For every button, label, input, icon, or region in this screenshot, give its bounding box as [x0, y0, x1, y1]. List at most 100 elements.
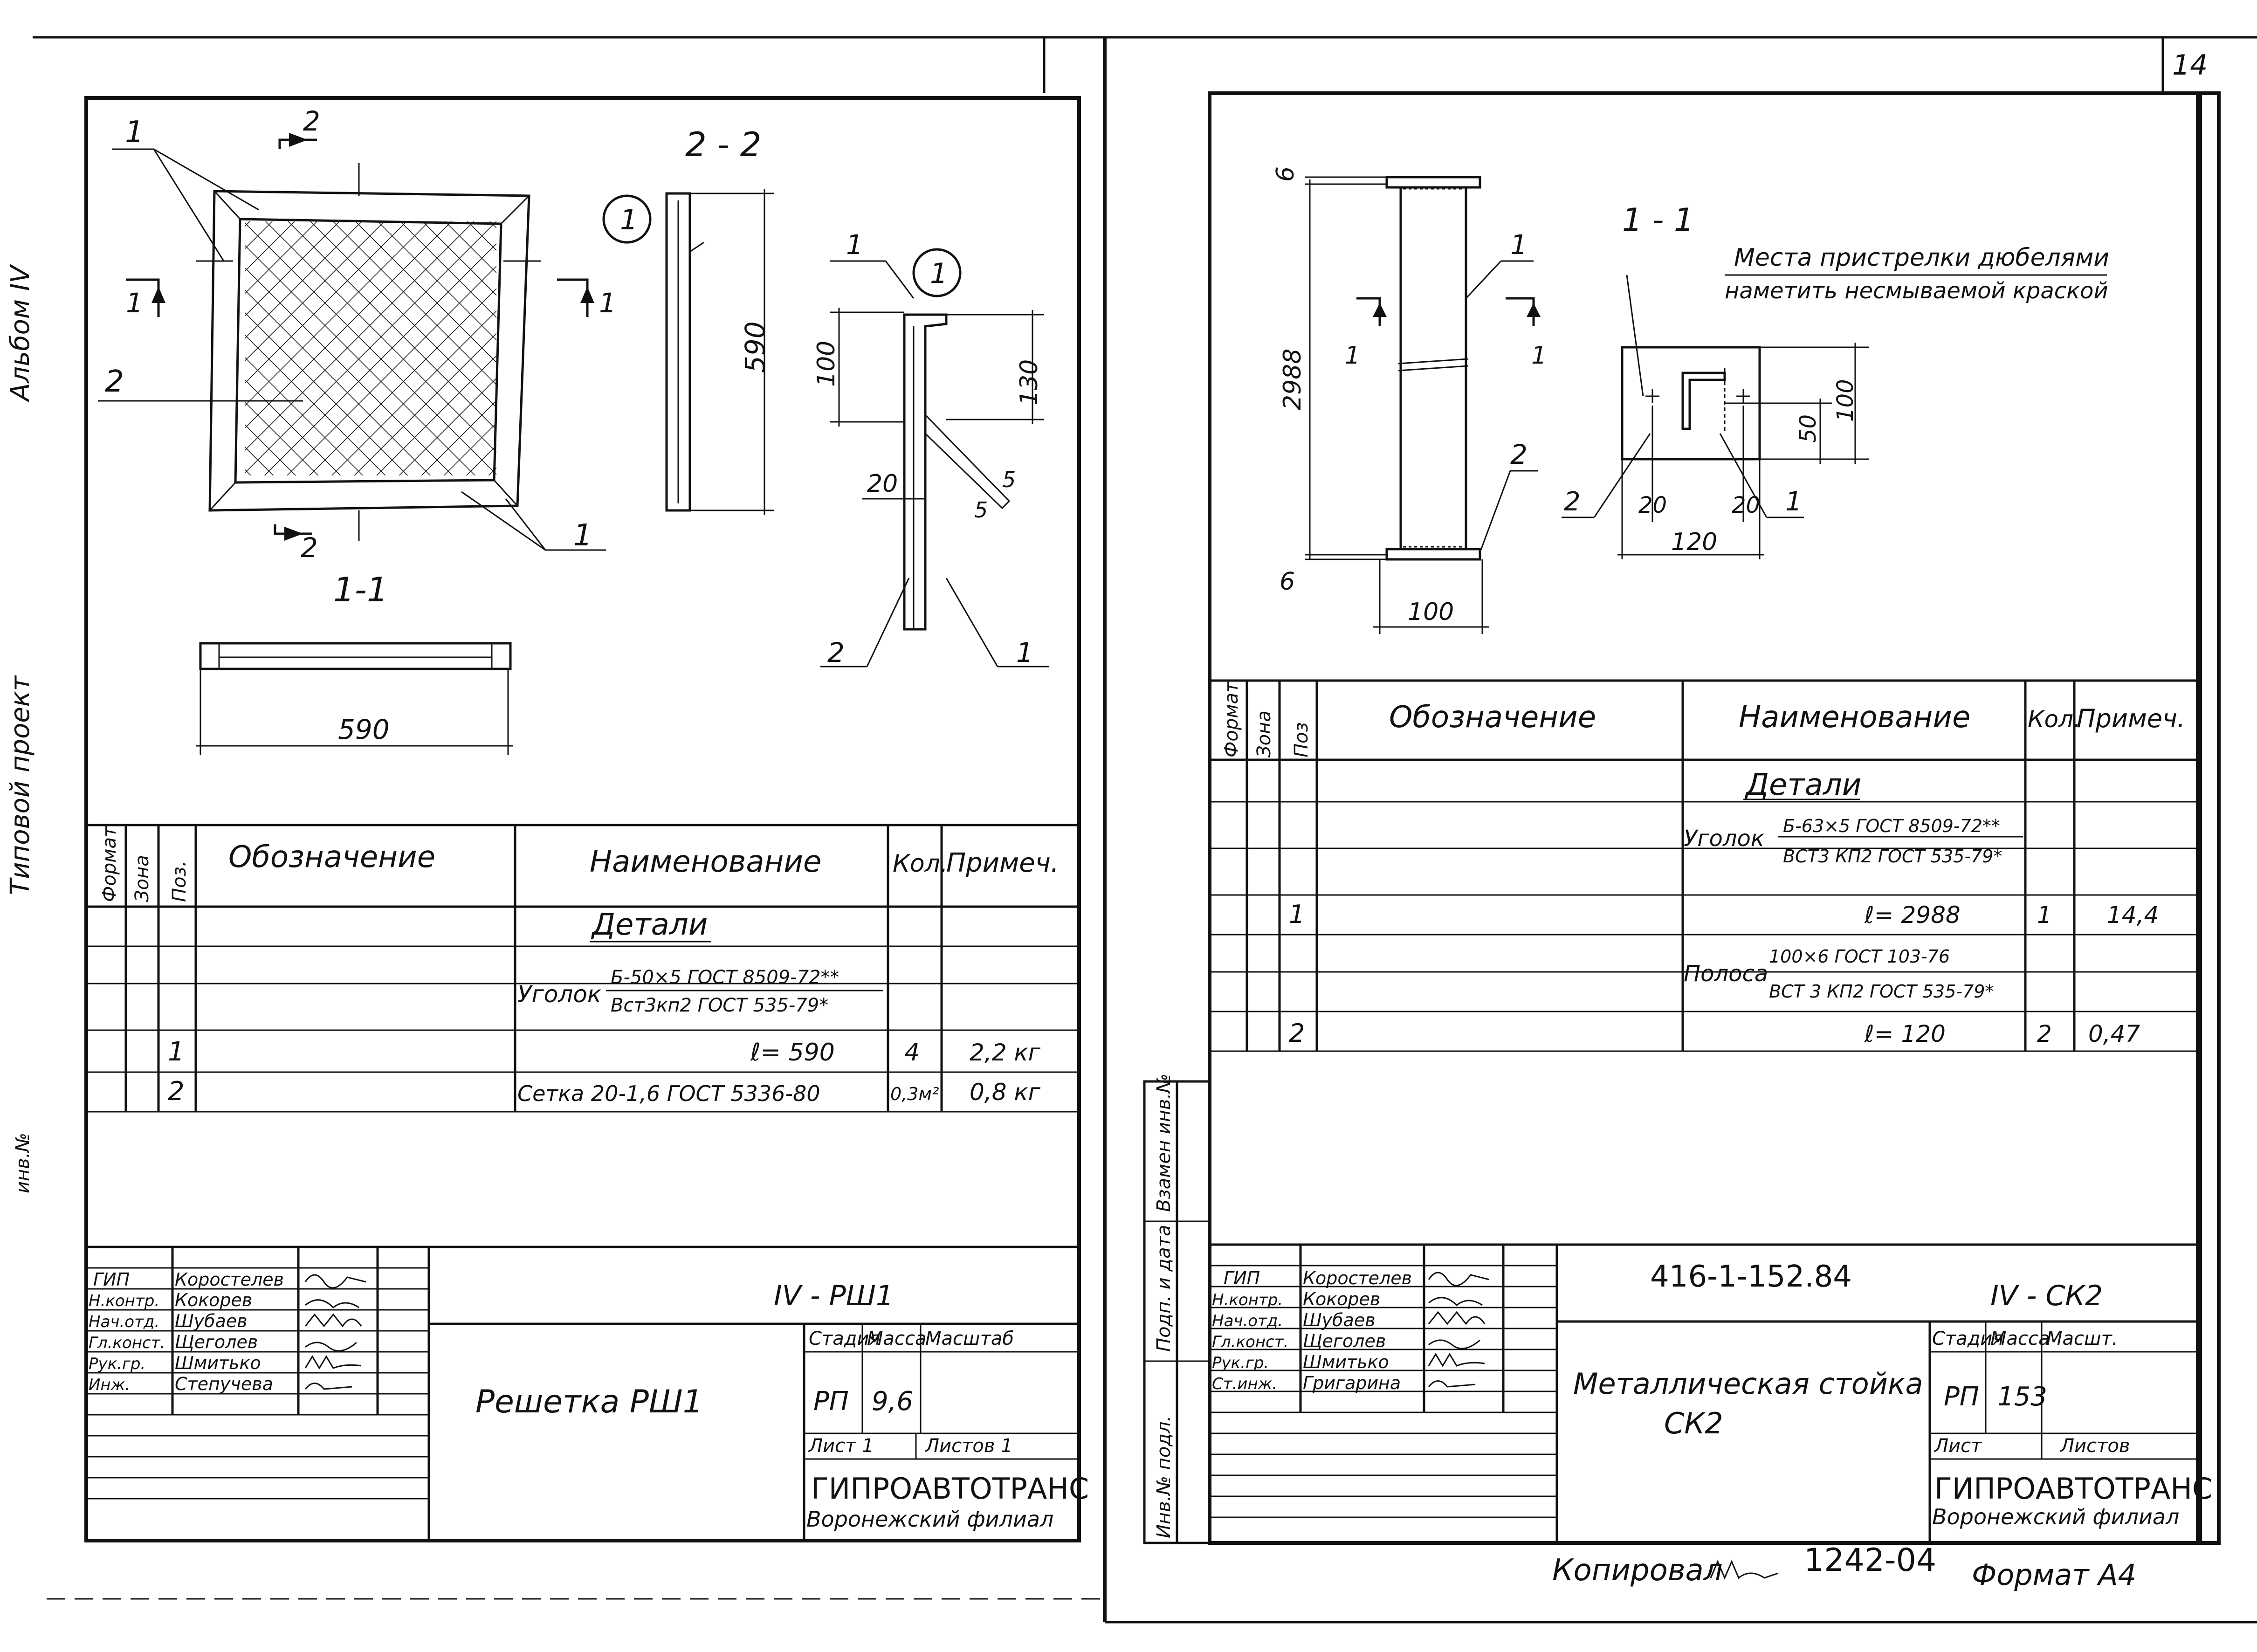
node-pos-1b: 1 — [1016, 637, 1033, 668]
note-line1: Места пристрелки дюбелями — [1734, 244, 2109, 272]
dim-6-top: 6 — [1272, 166, 1300, 182]
note-line2: наметить несмываемой краской — [1725, 278, 2108, 304]
post-drawing: 6 6 2988 100 1 1 1 2 — [1272, 166, 1547, 634]
r-spec-angle-label: Уголок — [1684, 826, 1764, 852]
section-1-right: 1 — [599, 287, 616, 319]
r-spec-row2-pos: 2 — [1289, 1019, 1305, 1048]
dim-100-bottom: 100 — [1408, 598, 1454, 626]
r-tb-name-3: Щеголев — [1303, 1331, 1386, 1351]
node-1-detail: 1 1 100 130 20 5 5 2 1 — [812, 229, 1049, 668]
r-spec-angle-top: Б-63×5 ГОСТ 8509-72** — [1783, 816, 2000, 836]
dim-590-horizontal: 590 — [338, 714, 390, 745]
node-circle-1b: 1 — [930, 257, 948, 290]
view-2-2-title: 2 - 2 — [685, 125, 761, 164]
view-2-2: 1 590 — [602, 189, 774, 515]
r-spec-header-name: Наименование — [1739, 700, 1970, 735]
spec-row1-name: ℓ= 590 — [750, 1039, 835, 1067]
r-spec-header-qty: Кол. — [2028, 706, 2081, 733]
tb-role-1: Н.контр. — [89, 1292, 159, 1310]
spec-header-note: Примеч. — [946, 848, 1059, 878]
r-tb-stage-header: Стадия — [1932, 1328, 2003, 1349]
post-section-1-left: 1 — [1345, 342, 1360, 370]
r-spec-angle-bottom: ВСТ3 КП2 ГОСТ 535-79* — [1783, 846, 2002, 867]
margin-album: Альбом IV — [5, 264, 35, 402]
copier-signature — [1710, 1560, 1779, 1580]
spec-header-designation: Обозначение — [228, 840, 435, 874]
post-section-1-right: 1 — [1531, 342, 1547, 370]
r-tb-name-0: Коростелев — [1303, 1268, 1412, 1288]
r-tb-name-4: Шмитько — [1303, 1352, 1389, 1372]
dim-20b: 20 — [1732, 492, 1760, 518]
signature — [305, 1299, 359, 1309]
leader-1-top: 1 — [125, 115, 144, 150]
sec-leader-1: 1 — [1785, 487, 1802, 517]
post-leader-2: 2 — [1510, 439, 1528, 470]
dim-2988: 2988 — [1279, 349, 1307, 410]
r-tb-name-1: Кокорев — [1303, 1289, 1380, 1309]
tb-name-4: Шмитько — [175, 1353, 261, 1373]
dim-100-section: 100 — [1832, 379, 1858, 422]
tb-stage-header: Стадия — [809, 1328, 880, 1349]
r-spec-strip-label: Полоса — [1684, 961, 1768, 987]
tb-title: Решетка РШ1 — [475, 1384, 703, 1420]
r-tb-stage: РП — [1944, 1382, 1979, 1412]
grating-main-view: 1 2 1 2 2 1 1 — [98, 105, 616, 564]
r-spec-row1-note: 14,4 — [2107, 902, 2159, 929]
r-spec-header-pos: Поз — [1291, 722, 1312, 757]
side-stamp: Взамен инв.№ Подп. и дата Инв.№ подл. — [1143, 1074, 1211, 1544]
tb-role-2: Нач.отд. — [89, 1313, 159, 1331]
dim-20a: 20 — [1638, 492, 1667, 518]
signature — [1428, 1297, 1483, 1307]
r-tb-name-2: Шубаев — [1303, 1310, 1376, 1330]
section-1-left: 1 — [126, 287, 143, 319]
footer-order-number: 1242-04 — [1804, 1542, 1936, 1579]
r-tb-mass: 153 — [1997, 1382, 2047, 1412]
spec-header-format: Формат — [99, 826, 120, 902]
spec-row2-pos: 2 — [168, 1076, 185, 1107]
tb-org-line1: ГИПРОАВТОТРАНС — [811, 1472, 1089, 1506]
signature — [304, 1274, 366, 1289]
view-1-1-title: 1-1 — [333, 570, 388, 609]
dim-120: 120 — [1671, 528, 1717, 556]
stamp-sign-date: Подп. и дата — [1153, 1225, 1175, 1352]
tb-doc-code: IV - РШ1 — [774, 1280, 894, 1312]
r-spec-header-designation: Обозначение — [1389, 700, 1596, 735]
r-tb-role-4: Рук.гр. — [1212, 1354, 1269, 1372]
r-spec-row2-qty: 2 — [2037, 1020, 2052, 1047]
tb-mass: 9,6 — [872, 1386, 913, 1417]
tb-sheets: Листов 1 — [924, 1435, 1013, 1457]
signature — [1428, 1380, 1476, 1388]
dim-5: 5 — [974, 497, 988, 523]
signature — [305, 1342, 357, 1352]
spec-row2-qty: 0,3м² — [890, 1084, 939, 1104]
signature — [304, 1383, 352, 1390]
leader-2: 2 — [105, 365, 124, 399]
spec-angle-top: Б-50×5 ГОСТ 8509-72** — [611, 967, 839, 988]
spec-header-pos: Поз. — [169, 860, 190, 902]
r-spec-group-title: Детали — [1744, 768, 1861, 802]
tb-role-5: Инж. — [89, 1376, 130, 1394]
tb-name-1: Кокорев — [175, 1290, 252, 1310]
left-title-block: ГИП Н.контр. Нач.отд. Гл.конст. Рук.гр. … — [86, 1246, 1089, 1541]
r-tb-org-line1: ГИПРОАВТОТРАНС — [1934, 1472, 2212, 1506]
signature — [1428, 1311, 1486, 1325]
signature — [1428, 1339, 1480, 1349]
tb-stage: РП — [813, 1386, 849, 1417]
r-tb-scale-header: Масшт. — [2046, 1328, 2118, 1349]
dim-50: 50 — [1795, 414, 1821, 443]
tb-role-3: Гл.конст. — [89, 1334, 165, 1352]
spec-row2-note: 0,8 кг — [970, 1079, 1041, 1106]
right-title-block: ГИП Н.контр. Нач.отд. Гл.конст. Рук.гр. … — [1210, 1243, 2212, 1543]
r-tb-role-5: Ст.инж. — [1212, 1375, 1277, 1393]
node-pos-1: 1 — [846, 229, 863, 261]
r-tb-title-line2: СК2 — [1664, 1406, 1723, 1440]
spec-header-name: Наименование — [590, 845, 821, 879]
signature — [304, 1313, 362, 1328]
spec-angle-label: Уголок — [517, 981, 601, 1008]
footer-copied-label: Копировал — [1552, 1553, 1723, 1588]
r-tb-role-2: Нач.отд. — [1212, 1312, 1283, 1330]
tb-scale-header: Масштаб — [925, 1328, 1014, 1349]
r-tb-name-5: Григарина — [1303, 1373, 1401, 1393]
dim-5b: 5 — [1002, 467, 1016, 492]
spec-group-title: Детали — [591, 908, 708, 942]
